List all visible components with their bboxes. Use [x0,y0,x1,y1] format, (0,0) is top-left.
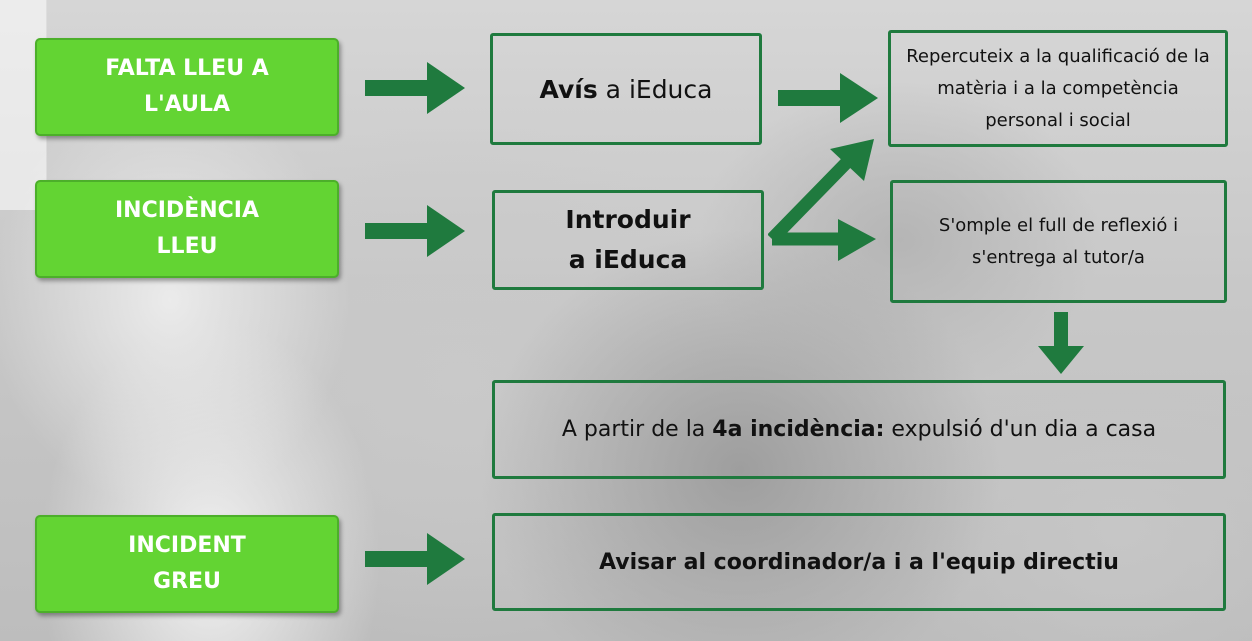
action-avis-text: Avís a iEduca [539,74,713,104]
arrow-right-4 [365,533,465,585]
action-introduir-line2: a iEduca [568,245,688,274]
arrow-right-2 [778,73,878,123]
category-falta-lleu-label: FALTA LLEU A L'AULA [105,56,269,117]
category-incident-greu-label: INCIDENT GREU [128,533,246,594]
category-incidencia-lleu: INCIDÈNCIA LLEU [35,180,339,278]
result-expulsio-text: A partir de la 4a incidència: expulsió d… [561,417,1157,442]
result-repercuteix-text: Repercuteix a la qualificació de la matè… [906,45,1210,131]
arrow-right-3 [365,205,465,257]
category-falta-lleu: FALTA LLEU A L'AULA [35,38,339,136]
action-avis-box: Avís a iEduca [490,33,762,145]
result-expulsio-box: A partir de la 4a incidència: expulsió d… [492,380,1226,479]
arrow-down [1038,312,1084,374]
category-incidencia-lleu-label: INCIDÈNCIA LLEU [115,198,259,259]
arrow-right-1 [365,62,465,114]
result-repercuteix-box: Repercuteix a la qualificació de la matè… [888,30,1228,147]
result-omple-box: S'omple el full de reflexió i s'entrega … [890,180,1227,303]
category-incident-greu: INCIDENT GREU [35,515,339,613]
action-avisar-box: Avisar al coordinador/a i a l'equip dire… [492,513,1226,611]
action-introduir-box: Introduir a iEduca [492,190,764,290]
result-omple-text: S'omple el full de reflexió i s'entrega … [938,214,1179,268]
action-introduir-line1: Introduir [565,205,691,234]
action-avisar-text: Avisar al coordinador/a i a l'equip dire… [599,549,1119,575]
branch-arrows [768,139,876,261]
